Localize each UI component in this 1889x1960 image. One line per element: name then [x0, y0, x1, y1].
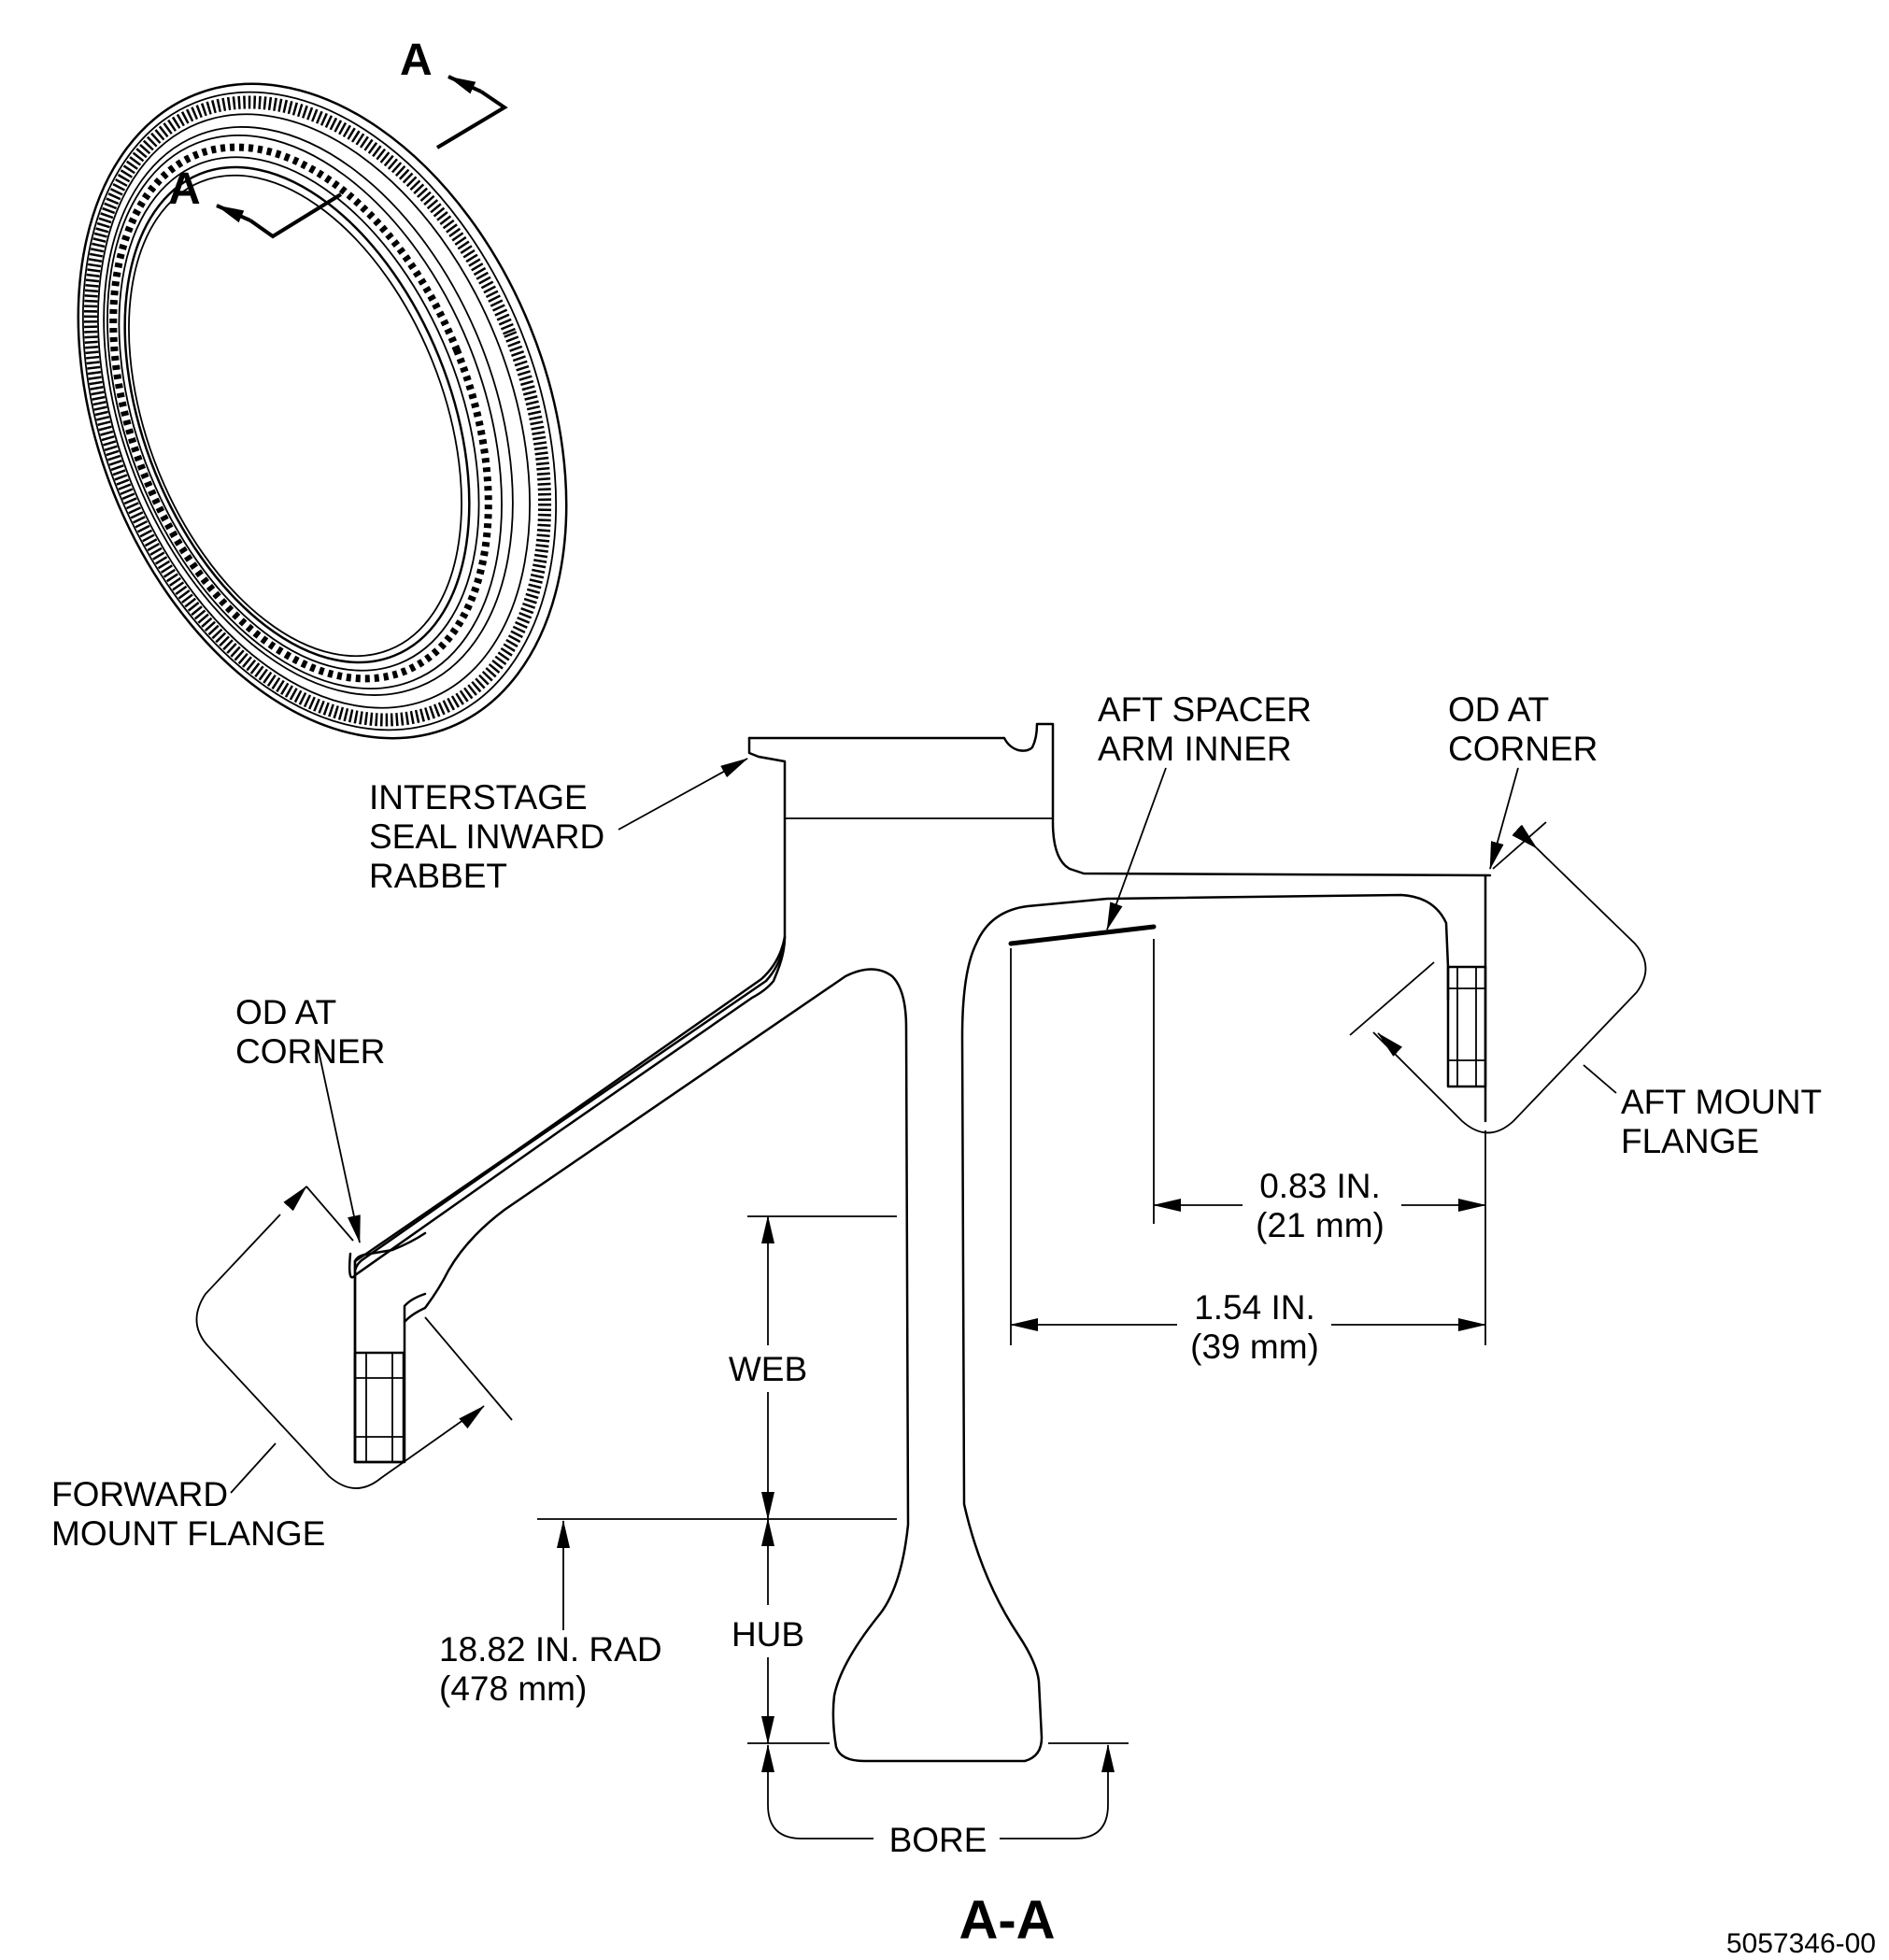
dim-0-83-in-text: 0.83 IN.: [1259, 1167, 1381, 1205]
fwd-mount-label-1: FORWARD: [51, 1475, 228, 1513]
od-corner-fwd-label-1: OD AT: [235, 993, 336, 1031]
interstage-label-3: RABBET: [369, 857, 507, 895]
fwd-mount-flange-dimension: [195, 1186, 513, 1489]
od-corner-fwd-label-2: CORNER: [235, 1032, 385, 1071]
document-number: 5057346-00: [1726, 1928, 1876, 1959]
web-hub-dimension: [537, 1215, 897, 1744]
section-letter-lower: A: [168, 164, 201, 214]
aft-spacer-arm-inner-line: [1008, 924, 1157, 946]
view-title: A-A: [959, 1890, 1055, 1951]
hub-label: HUB: [731, 1615, 804, 1654]
dim-21-mm-text: (21 mm): [1256, 1206, 1385, 1244]
interstage-label-2: SEAL INWARD: [369, 817, 604, 856]
od-corner-aft-label-2: CORNER: [1448, 730, 1598, 768]
aft-mount-label-1: AFT MOUNT: [1621, 1083, 1822, 1121]
dim-39-mm-text: (39 mm): [1190, 1328, 1319, 1366]
web-label: WEB: [729, 1350, 807, 1388]
leaders: [230, 758, 1617, 1494]
radius-mm-text: (478 mm): [439, 1669, 587, 1708]
section-cut-marker-upper: A: [400, 36, 508, 149]
outer-gear-teeth: [83, 95, 552, 727]
fwd-mount-label-2: MOUNT FLANGE: [51, 1514, 325, 1553]
aft-spacer-label-1: AFT SPACER: [1098, 690, 1312, 729]
aft-mount-label-2: FLANGE: [1621, 1122, 1759, 1160]
dim-1-54-in-text: 1.54 IN.: [1194, 1288, 1315, 1327]
aft-spacer-label-2: ARM INNER: [1098, 730, 1292, 768]
inner-slots: [109, 143, 492, 683]
dimension-1-54-in: [1010, 948, 1486, 1345]
bore-label: BORE: [889, 1821, 987, 1859]
ring-isometric-view: [77, 82, 568, 740]
section-profile: [348, 722, 1492, 1763]
interstage-label-1: INTERSTAGE: [369, 778, 588, 817]
radius-in-text: 18.82 IN. RAD: [439, 1630, 662, 1669]
section-cut-marker-lower: A: [168, 164, 343, 239]
dimension-0-83-in: [1153, 939, 1486, 1345]
aft-mount-flange-dimension: [1349, 821, 1647, 1134]
bore-dimension: [761, 1742, 1129, 1839]
section-letter-upper: A: [400, 36, 433, 85]
od-corner-aft-label-1: OD AT: [1448, 690, 1549, 729]
text-labels: INTERSTAGE SEAL INWARD RABBET AFT SPACER…: [51, 690, 1876, 1959]
